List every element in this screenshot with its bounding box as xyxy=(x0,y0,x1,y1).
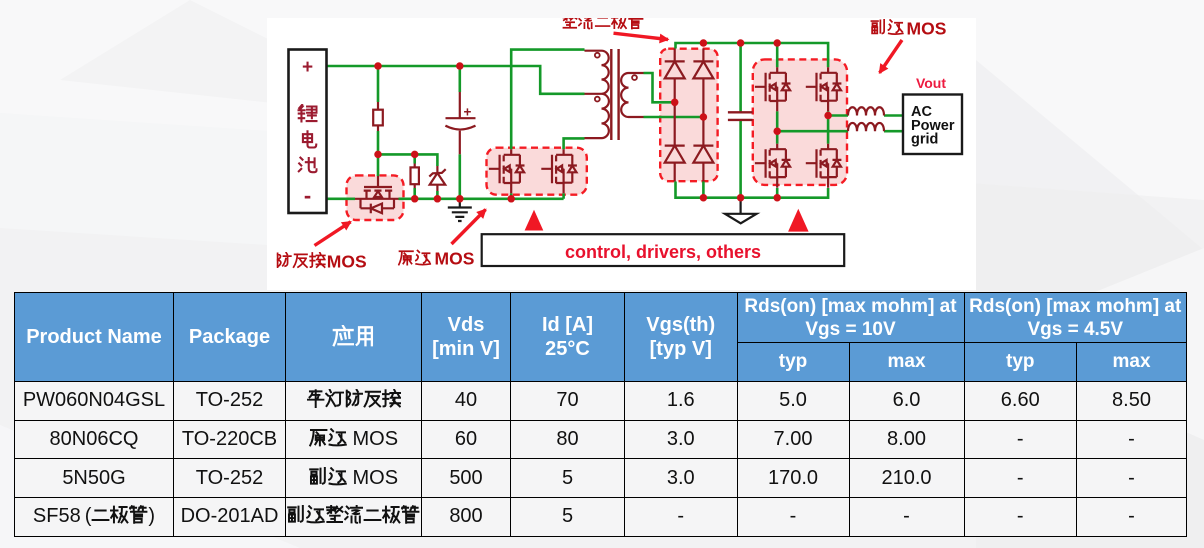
svg-text:MOS: MOS xyxy=(327,252,367,272)
svg-text:Power: Power xyxy=(911,118,955,134)
svg-text:control, drivers, others: control, drivers, others xyxy=(565,242,761,262)
svg-text:MOS: MOS xyxy=(907,19,947,39)
svg-text:grid: grid xyxy=(911,132,938,148)
svg-text:+: + xyxy=(464,105,472,120)
svg-text:Vout: Vout xyxy=(916,75,946,91)
svg-text:+: + xyxy=(302,57,313,78)
svg-text:-: - xyxy=(304,183,311,208)
svg-text:MOS: MOS xyxy=(435,249,475,269)
svg-text:AC: AC xyxy=(911,104,932,120)
